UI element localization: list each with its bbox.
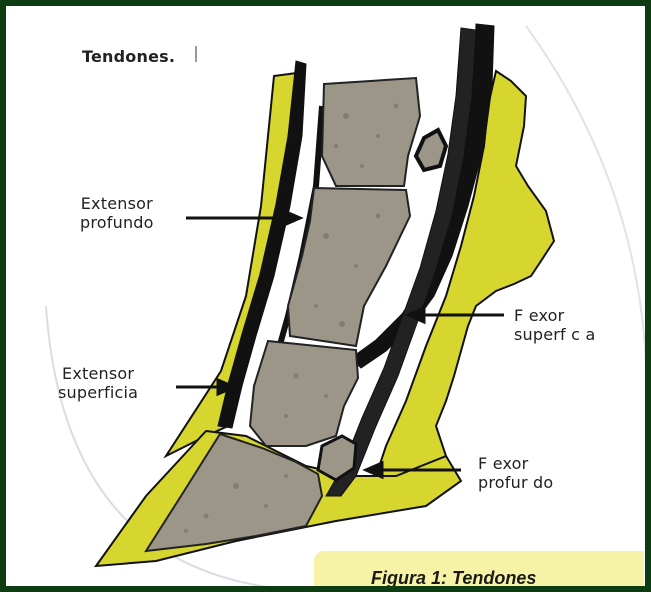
cannon-bone-end [322, 78, 420, 186]
arrowhead-extensor-profundo [284, 211, 300, 225]
proximal-sesamoid [416, 130, 446, 170]
label-extensor-superficial-line2: superficia [58, 383, 138, 402]
label-extensor-profundo-line1: Extensor [80, 194, 154, 213]
label-flexor-profundo: F exor profur do [478, 454, 553, 492]
label-flexor-profundo-line1: F exor [478, 454, 553, 473]
figure-caption: Figura 1: Tendones [371, 568, 536, 589]
arrowhead-flexor-profundo [366, 463, 382, 477]
hoof-anatomy-diagram [6, 6, 651, 592]
label-extensor-superficial: Extensor superficia [58, 364, 138, 402]
second-phalanx [250, 341, 358, 446]
label-flexor-superficial: F exor superf c a [514, 306, 595, 344]
diagram-title: Tendones. [82, 47, 175, 66]
label-flexor-superficial-line2: superf c a [514, 325, 595, 344]
label-flexor-profundo-line2: profur do [478, 473, 553, 492]
first-phalanx [288, 188, 410, 346]
label-flexor-superficial-line1: F exor [514, 306, 595, 325]
label-extensor-superficial-line1: Extensor [58, 364, 138, 383]
label-extensor-profundo-line2: profundo [80, 213, 154, 232]
label-extensor-profundo: Extensor profundo [80, 194, 154, 232]
